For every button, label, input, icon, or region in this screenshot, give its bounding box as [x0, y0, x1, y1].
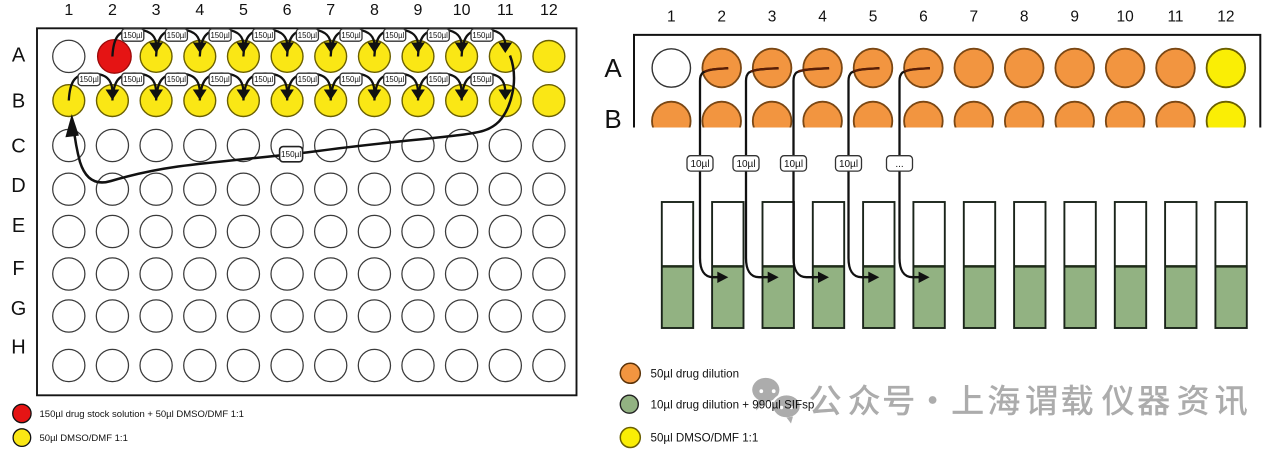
- svg-text:4: 4: [818, 9, 827, 26]
- svg-text:A: A: [12, 45, 26, 67]
- svg-text:B: B: [12, 91, 25, 113]
- svg-text:150µl: 150µl: [472, 31, 492, 40]
- svg-text:11: 11: [1167, 9, 1183, 26]
- svg-text:6: 6: [283, 2, 292, 19]
- svg-text:2: 2: [717, 9, 726, 26]
- svg-text:10µl: 10µl: [839, 159, 858, 170]
- svg-text:150µl: 150µl: [385, 75, 405, 84]
- svg-text:50µl DMSO/DMF 1:1: 50µl DMSO/DMF 1:1: [40, 433, 128, 444]
- svg-text:12: 12: [540, 2, 558, 19]
- svg-text:150µl: 150µl: [123, 31, 143, 40]
- svg-text:150µl: 150µl: [254, 75, 274, 84]
- svg-text:150µl: 150µl: [210, 31, 230, 40]
- svg-text:150µl: 150µl: [429, 75, 449, 84]
- svg-text:7: 7: [326, 2, 335, 19]
- svg-text:150µl: 150µl: [210, 75, 230, 84]
- svg-text:150µl: 150µl: [472, 75, 492, 84]
- svg-text:8: 8: [1020, 9, 1029, 26]
- svg-text:8: 8: [370, 2, 379, 19]
- svg-text:9: 9: [1070, 9, 1079, 26]
- svg-text:150µl: 150µl: [123, 75, 143, 84]
- svg-text:150µl: 150µl: [281, 150, 301, 159]
- svg-text:150µl: 150µl: [167, 31, 187, 40]
- svg-text:2: 2: [108, 2, 117, 19]
- svg-text:150µl drug stock solution + 50: 150µl drug stock solution + 50µl DMSO/DM…: [40, 409, 244, 420]
- svg-text:E: E: [12, 215, 25, 237]
- svg-text:5: 5: [869, 9, 878, 26]
- svg-text:11: 11: [497, 2, 514, 19]
- svg-text:3: 3: [152, 2, 161, 19]
- svg-text:3: 3: [768, 9, 777, 26]
- svg-text:7: 7: [969, 9, 978, 26]
- svg-text:10: 10: [453, 2, 471, 19]
- svg-text:10µl: 10µl: [690, 159, 709, 170]
- svg-text:D: D: [11, 175, 25, 197]
- svg-text:150µl: 150µl: [385, 31, 405, 40]
- svg-text:B: B: [604, 104, 621, 134]
- svg-text:6: 6: [919, 9, 928, 26]
- svg-text:1: 1: [64, 2, 73, 19]
- svg-text:A: A: [604, 53, 622, 83]
- svg-text:10: 10: [1116, 9, 1134, 26]
- svg-text:10µl drug dilution + 990µl SIF: 10µl drug dilution + 990µl SIFsp: [651, 399, 815, 412]
- svg-text:G: G: [11, 298, 27, 320]
- svg-text:...: ...: [895, 159, 903, 170]
- svg-text:50µl DMSO/DMF 1:1: 50µl DMSO/DMF 1:1: [651, 432, 759, 445]
- svg-text:H: H: [11, 337, 25, 359]
- svg-text:150µl: 150µl: [298, 75, 318, 84]
- svg-text:150µl: 150µl: [254, 31, 274, 40]
- svg-text:150µl: 150µl: [341, 31, 361, 40]
- svg-text:150µl: 150µl: [341, 75, 361, 84]
- svg-text:10µl: 10µl: [736, 159, 755, 170]
- svg-text:1: 1: [667, 9, 676, 26]
- svg-text:10µl: 10µl: [784, 159, 803, 170]
- svg-text:9: 9: [414, 2, 423, 19]
- svg-text:150µl: 150µl: [298, 31, 318, 40]
- svg-text:150µl: 150µl: [429, 31, 449, 40]
- svg-text:150µl: 150µl: [79, 75, 99, 84]
- svg-text:F: F: [12, 258, 24, 280]
- svg-text:4: 4: [195, 2, 204, 19]
- svg-text:5: 5: [239, 2, 248, 19]
- svg-text:C: C: [11, 136, 25, 158]
- svg-text:12: 12: [1217, 9, 1234, 26]
- svg-text:150µl: 150µl: [167, 75, 187, 84]
- svg-text:50µl drug dilution: 50µl drug dilution: [651, 368, 740, 381]
